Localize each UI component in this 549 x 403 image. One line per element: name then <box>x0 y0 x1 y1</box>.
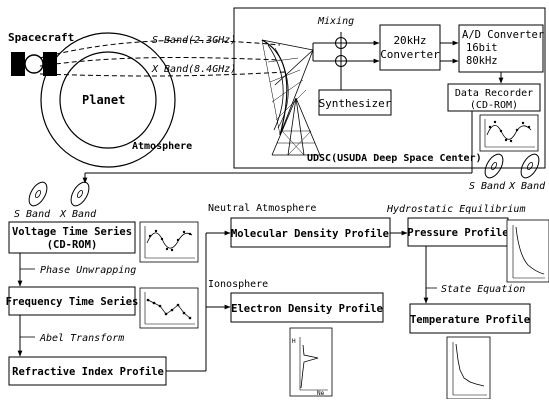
ad-converter-line1: A/D Converter <box>462 29 544 41</box>
udsc-station: Mixing Synthesizer 20kHz Converter A/D C… <box>233 7 546 169</box>
voltage-time-series-line2: (CD-ROM) <box>47 239 98 251</box>
molecular-density-profile-box <box>230 217 391 248</box>
disk-s-band-label-upper: S Band <box>469 181 506 192</box>
converter-line2: Converter <box>380 48 440 61</box>
state-equation-label: State Equation <box>441 284 525 295</box>
spacecraft-section: Spacecraft Planet Atmosphere <box>8 31 192 168</box>
s-band-signal-label: S Band(2.3GHz) <box>152 35 236 46</box>
temperature-profile-label: Temperature Profile <box>410 314 530 326</box>
ad-converter-line2: 16bit <box>466 42 498 54</box>
cd-disk-s-band-icon-lower <box>28 181 48 207</box>
pressure-plot <box>506 219 549 283</box>
pressure-profile-label: Pressure Profile <box>407 227 508 239</box>
synthesizer-label: Synthesizer <box>319 97 392 110</box>
ad-converter-box <box>458 24 544 73</box>
electron-plot-x-axis-label: Ne <box>317 390 325 397</box>
mixing-label: Mixing <box>317 16 354 27</box>
molecular-density-profile-label: Molecular Density Profile <box>231 228 389 240</box>
pressure-profile-box <box>407 217 509 247</box>
recorder-waveform-plot <box>479 114 539 152</box>
atmosphere-label: Atmosphere <box>132 141 192 152</box>
voltage-waveform-plot <box>139 221 199 263</box>
spacecraft-label: Spacecraft <box>8 31 74 44</box>
x-band-signal-label: X Band(8.4GHz) <box>151 64 236 75</box>
temperature-plot <box>446 336 491 400</box>
converter-box <box>379 24 441 71</box>
voltage-time-series-line1: Voltage Time Series <box>12 226 132 238</box>
hydrostatic-equilibrium-label: Hydrostatic Equilibrium <box>386 204 525 215</box>
signal-rays <box>39 39 286 77</box>
phase-unwrapping-label: Phase Unwrapping <box>40 265 136 276</box>
dish-antenna-icon <box>261 39 321 156</box>
electron-plot-y-axis-label: H <box>292 338 296 345</box>
planet-icon <box>40 32 176 168</box>
data-recorder-line2: (CD-ROM) <box>470 100 518 111</box>
refractive-index-profile-label: Refractive Index Profile <box>12 366 164 378</box>
abel-transform-label: Abel Transform <box>39 333 124 344</box>
frequency-time-series-box <box>8 286 136 316</box>
frequency-plot <box>139 287 199 329</box>
frequency-time-series-label: Frequency Time Series <box>6 296 139 308</box>
data-recorder-box <box>447 83 541 112</box>
temperature-profile-box <box>409 303 531 334</box>
disk-s-band-label-lower: S Band <box>14 209 51 220</box>
cd-disk-s-band-icon-upper <box>484 153 504 179</box>
synthesizer-box <box>318 89 392 116</box>
refractive-index-profile-box <box>8 356 167 386</box>
disk-x-band-label-lower: X Band <box>59 209 97 220</box>
mixer-lower-icon <box>335 55 347 67</box>
electron-density-plot: H Ne <box>289 327 333 397</box>
disk-x-band-label-upper: X Band <box>508 181 546 192</box>
cd-disk-x-band-icon-lower <box>70 181 90 207</box>
neutral-atmosphere-label: Neutral Atmosphere <box>208 203 316 214</box>
voltage-time-series-box <box>8 221 136 254</box>
converter-line1: 20kHz <box>393 34 426 47</box>
spacecraft-icon <box>11 52 57 76</box>
ad-converter-line3: 80kHz <box>466 55 498 67</box>
data-recorder-line1: Data Recorder <box>455 88 533 99</box>
electron-density-profile-box <box>230 292 384 323</box>
ionosphere-label: Ionosphere <box>208 279 268 290</box>
udsc-label: UDSC(USUDA Deep Space Center) <box>307 153 482 164</box>
mixer-upper-icon <box>335 37 347 49</box>
planet-label: Planet <box>82 93 125 107</box>
cd-disk-x-band-icon-upper <box>520 153 540 179</box>
electron-density-profile-label: Electron Density Profile <box>231 303 383 315</box>
